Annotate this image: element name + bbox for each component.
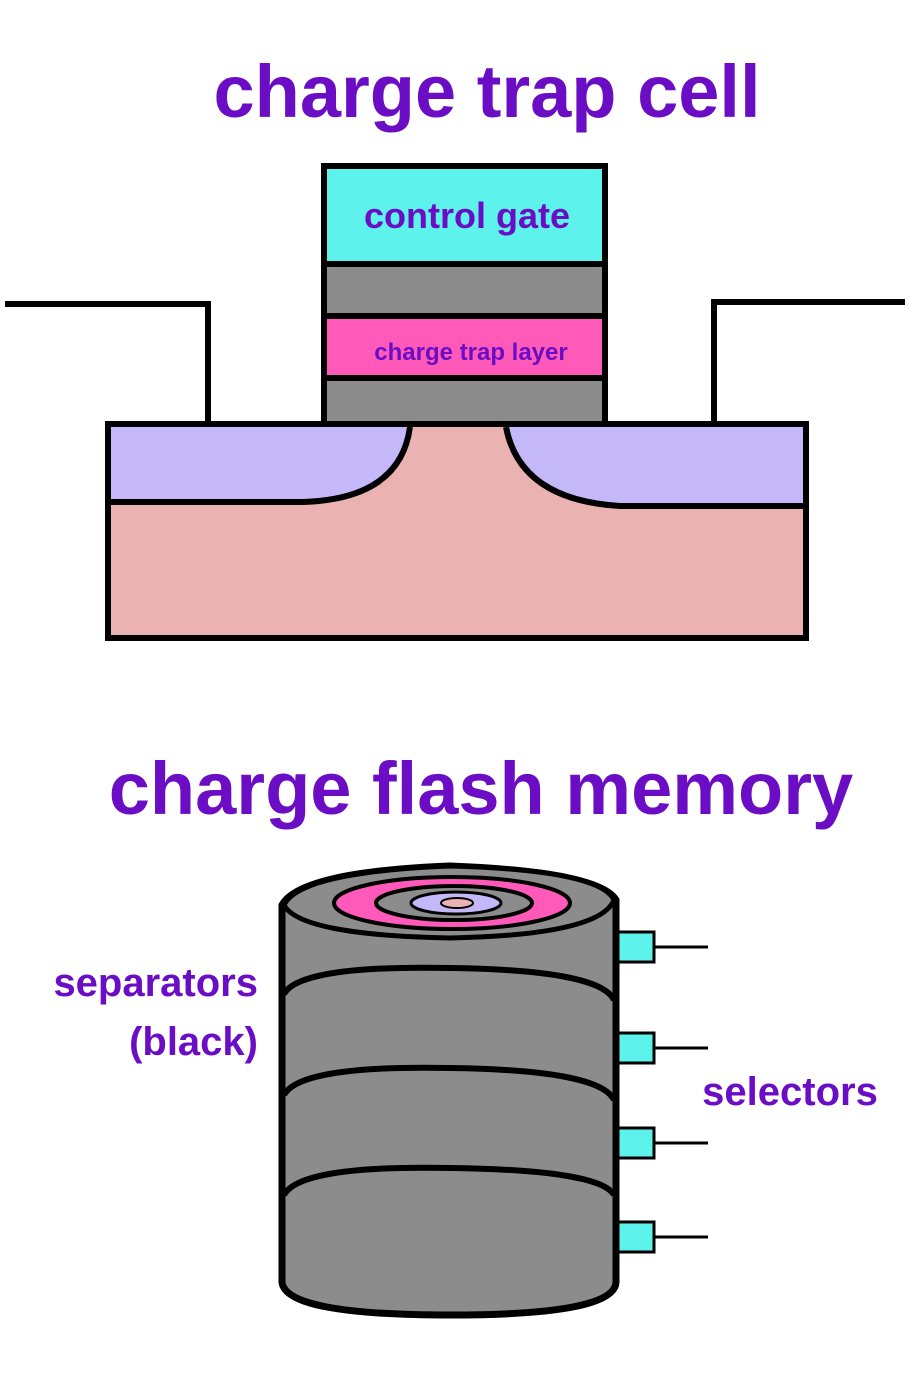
separators-label-sub: (black) (129, 1020, 258, 1064)
drain-junction (503, 426, 803, 509)
selector-4 (616, 1220, 708, 1254)
top-core (440, 897, 474, 909)
control-gate (321, 163, 608, 267)
upper-oxide (321, 261, 608, 319)
top-title: charge trap cell (213, 50, 760, 133)
source-wire (5, 301, 211, 424)
lower-oxide (321, 375, 608, 427)
source-region (111, 427, 410, 502)
drain-region (506, 427, 803, 506)
selectors-label: selectors (702, 1070, 878, 1114)
trap-layer-label: charge trap layer (374, 339, 567, 366)
separator-3 (281, 1164, 617, 1197)
control-gate-label: control gate (364, 195, 570, 236)
bottom-title: charge flash memory (109, 747, 853, 830)
selector-3 (616, 1126, 708, 1160)
separator-1 (281, 964, 617, 1002)
drain-wire (711, 299, 905, 424)
separator-2 (281, 1064, 617, 1102)
source-junction (111, 426, 413, 505)
selector-2 (616, 1031, 708, 1065)
selector-1 (616, 930, 708, 964)
separators-label: separators (53, 961, 258, 1005)
